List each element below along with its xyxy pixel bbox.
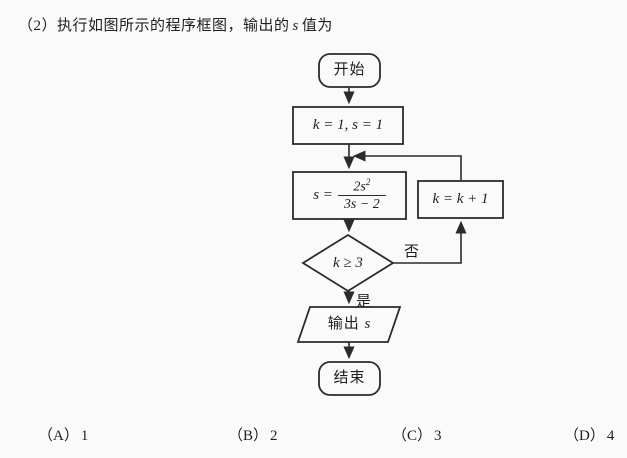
end-node-shape <box>318 361 381 396</box>
option-a: （A）1 <box>38 424 88 445</box>
option-b: （B）2 <box>228 424 278 445</box>
formula-node-label: s = 2s2 3s − 2 <box>293 172 406 219</box>
decision-node-label: k ≥ 3 <box>333 255 363 271</box>
option-c-value: 3 <box>434 428 442 444</box>
start-node-label: 开始 <box>333 62 366 78</box>
formula-exponent: 2 <box>365 177 371 188</box>
formula-fraction: 2s2 3s − 2 <box>337 177 386 212</box>
decision-no-label: 否 <box>404 244 420 260</box>
option-d: （D）4 <box>564 424 614 445</box>
init-node-shape <box>292 106 404 145</box>
init-node-label: k = 1, s = 1 <box>312 117 384 133</box>
end-node-label: 结束 <box>333 370 366 386</box>
option-b-value: 2 <box>270 428 278 444</box>
option-d-label: （D） <box>564 428 605 444</box>
formula-denominator: 3s − 2 <box>337 195 386 212</box>
option-a-label: （A） <box>38 428 79 444</box>
output-node-variable: s <box>364 316 371 332</box>
increment-node-label: k = k + 1 <box>432 191 489 207</box>
option-b-label: （B） <box>228 428 269 444</box>
question-title-prefix: （2）执行如图所示的程序框图，输出的 <box>18 18 290 34</box>
option-d-value: 4 <box>606 428 615 444</box>
decision-node-shape <box>301 233 395 293</box>
decision-yes-label: 是 <box>356 294 372 310</box>
question-title-suffix: 值为 <box>301 18 333 34</box>
option-a-value: 1 <box>80 428 89 444</box>
answer-options-row: （A）1 （B）2 （C）3 （D）4 <box>0 424 627 448</box>
arrow-increment-loopback <box>352 150 462 181</box>
option-c-label: （C） <box>392 428 433 444</box>
formula-lhs: s = <box>313 187 333 203</box>
question-title-variable: s <box>292 18 299 34</box>
formula-numerator: 2s <box>353 179 366 195</box>
option-c: （C）3 <box>392 424 442 445</box>
output-node-shape <box>296 306 402 343</box>
arrow-decision-no-to-increment <box>393 220 467 264</box>
output-node-text: 输出 <box>327 316 360 332</box>
output-node-label: 输出 s <box>298 307 400 342</box>
